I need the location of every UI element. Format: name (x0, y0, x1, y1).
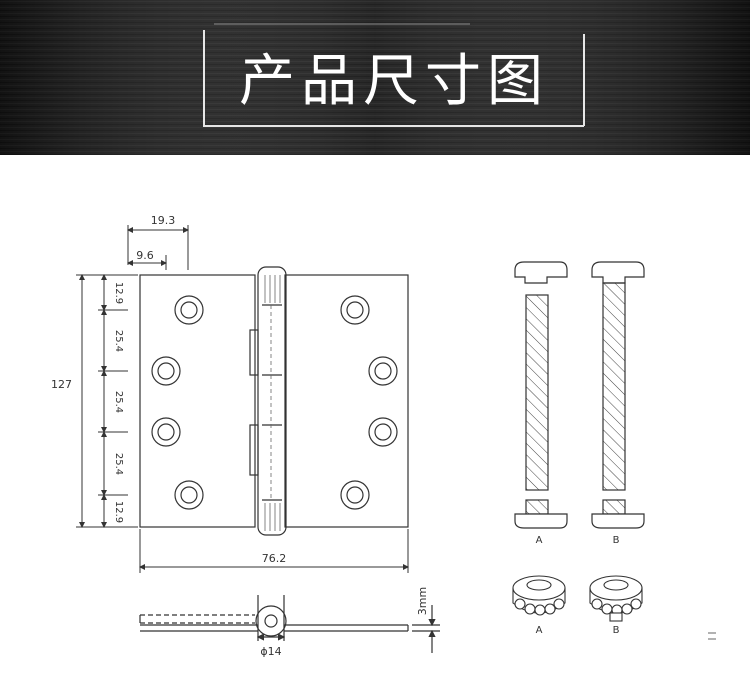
dim-segment-edge-bottom: 12.9 (113, 501, 124, 523)
dim-top-width: 19.3 (151, 214, 176, 227)
bearing-a (512, 575, 566, 616)
dim-total-height: 127 (51, 378, 72, 391)
knuckle-circle (255, 605, 287, 637)
dim-segment-1: 25.4 (113, 330, 124, 352)
dim-thickness: 3mm (416, 587, 429, 615)
dim-segment-2: 25.4 (113, 391, 124, 413)
top-dimensions (127, 225, 189, 270)
pin-b (591, 261, 645, 529)
bearing-b-label: B (613, 625, 620, 636)
bearing-b (589, 575, 643, 622)
dimension-drawing: 19.3 9.6 127 12.9 25.4 25.4 25.4 12.9 76… (0, 155, 750, 695)
pin-a (514, 261, 568, 529)
hinge-side-view (139, 595, 440, 653)
dim-top-offset: 9.6 (136, 249, 154, 262)
hinge-left-leaf (139, 274, 256, 528)
dim-knuckle-diameter: ϕ14 (260, 645, 281, 658)
dim-segment-edge-top: 12.9 (113, 282, 124, 304)
left-height-dimension (76, 274, 138, 528)
banner-background (0, 0, 750, 155)
title-frame-left (203, 30, 584, 127)
dim-segment-3: 25.4 (113, 453, 124, 475)
hinge-knuckle (257, 266, 287, 536)
bearing-a-label: A (536, 625, 543, 636)
page-title: 产品尺寸图 (239, 48, 549, 114)
hinge-front-view (139, 266, 409, 536)
segment-dimensions (98, 274, 128, 528)
screw-holes-right (340, 295, 398, 510)
bottom-width-dimension (139, 529, 409, 573)
screw-holes-left (151, 295, 204, 510)
pin-a-label: A (536, 535, 543, 546)
dim-leaf-width: 76.2 (262, 552, 287, 565)
header-banner: 产品尺寸图 (0, 0, 750, 155)
hinge-right-leaf (284, 274, 409, 528)
pin-b-label: B (613, 535, 620, 546)
